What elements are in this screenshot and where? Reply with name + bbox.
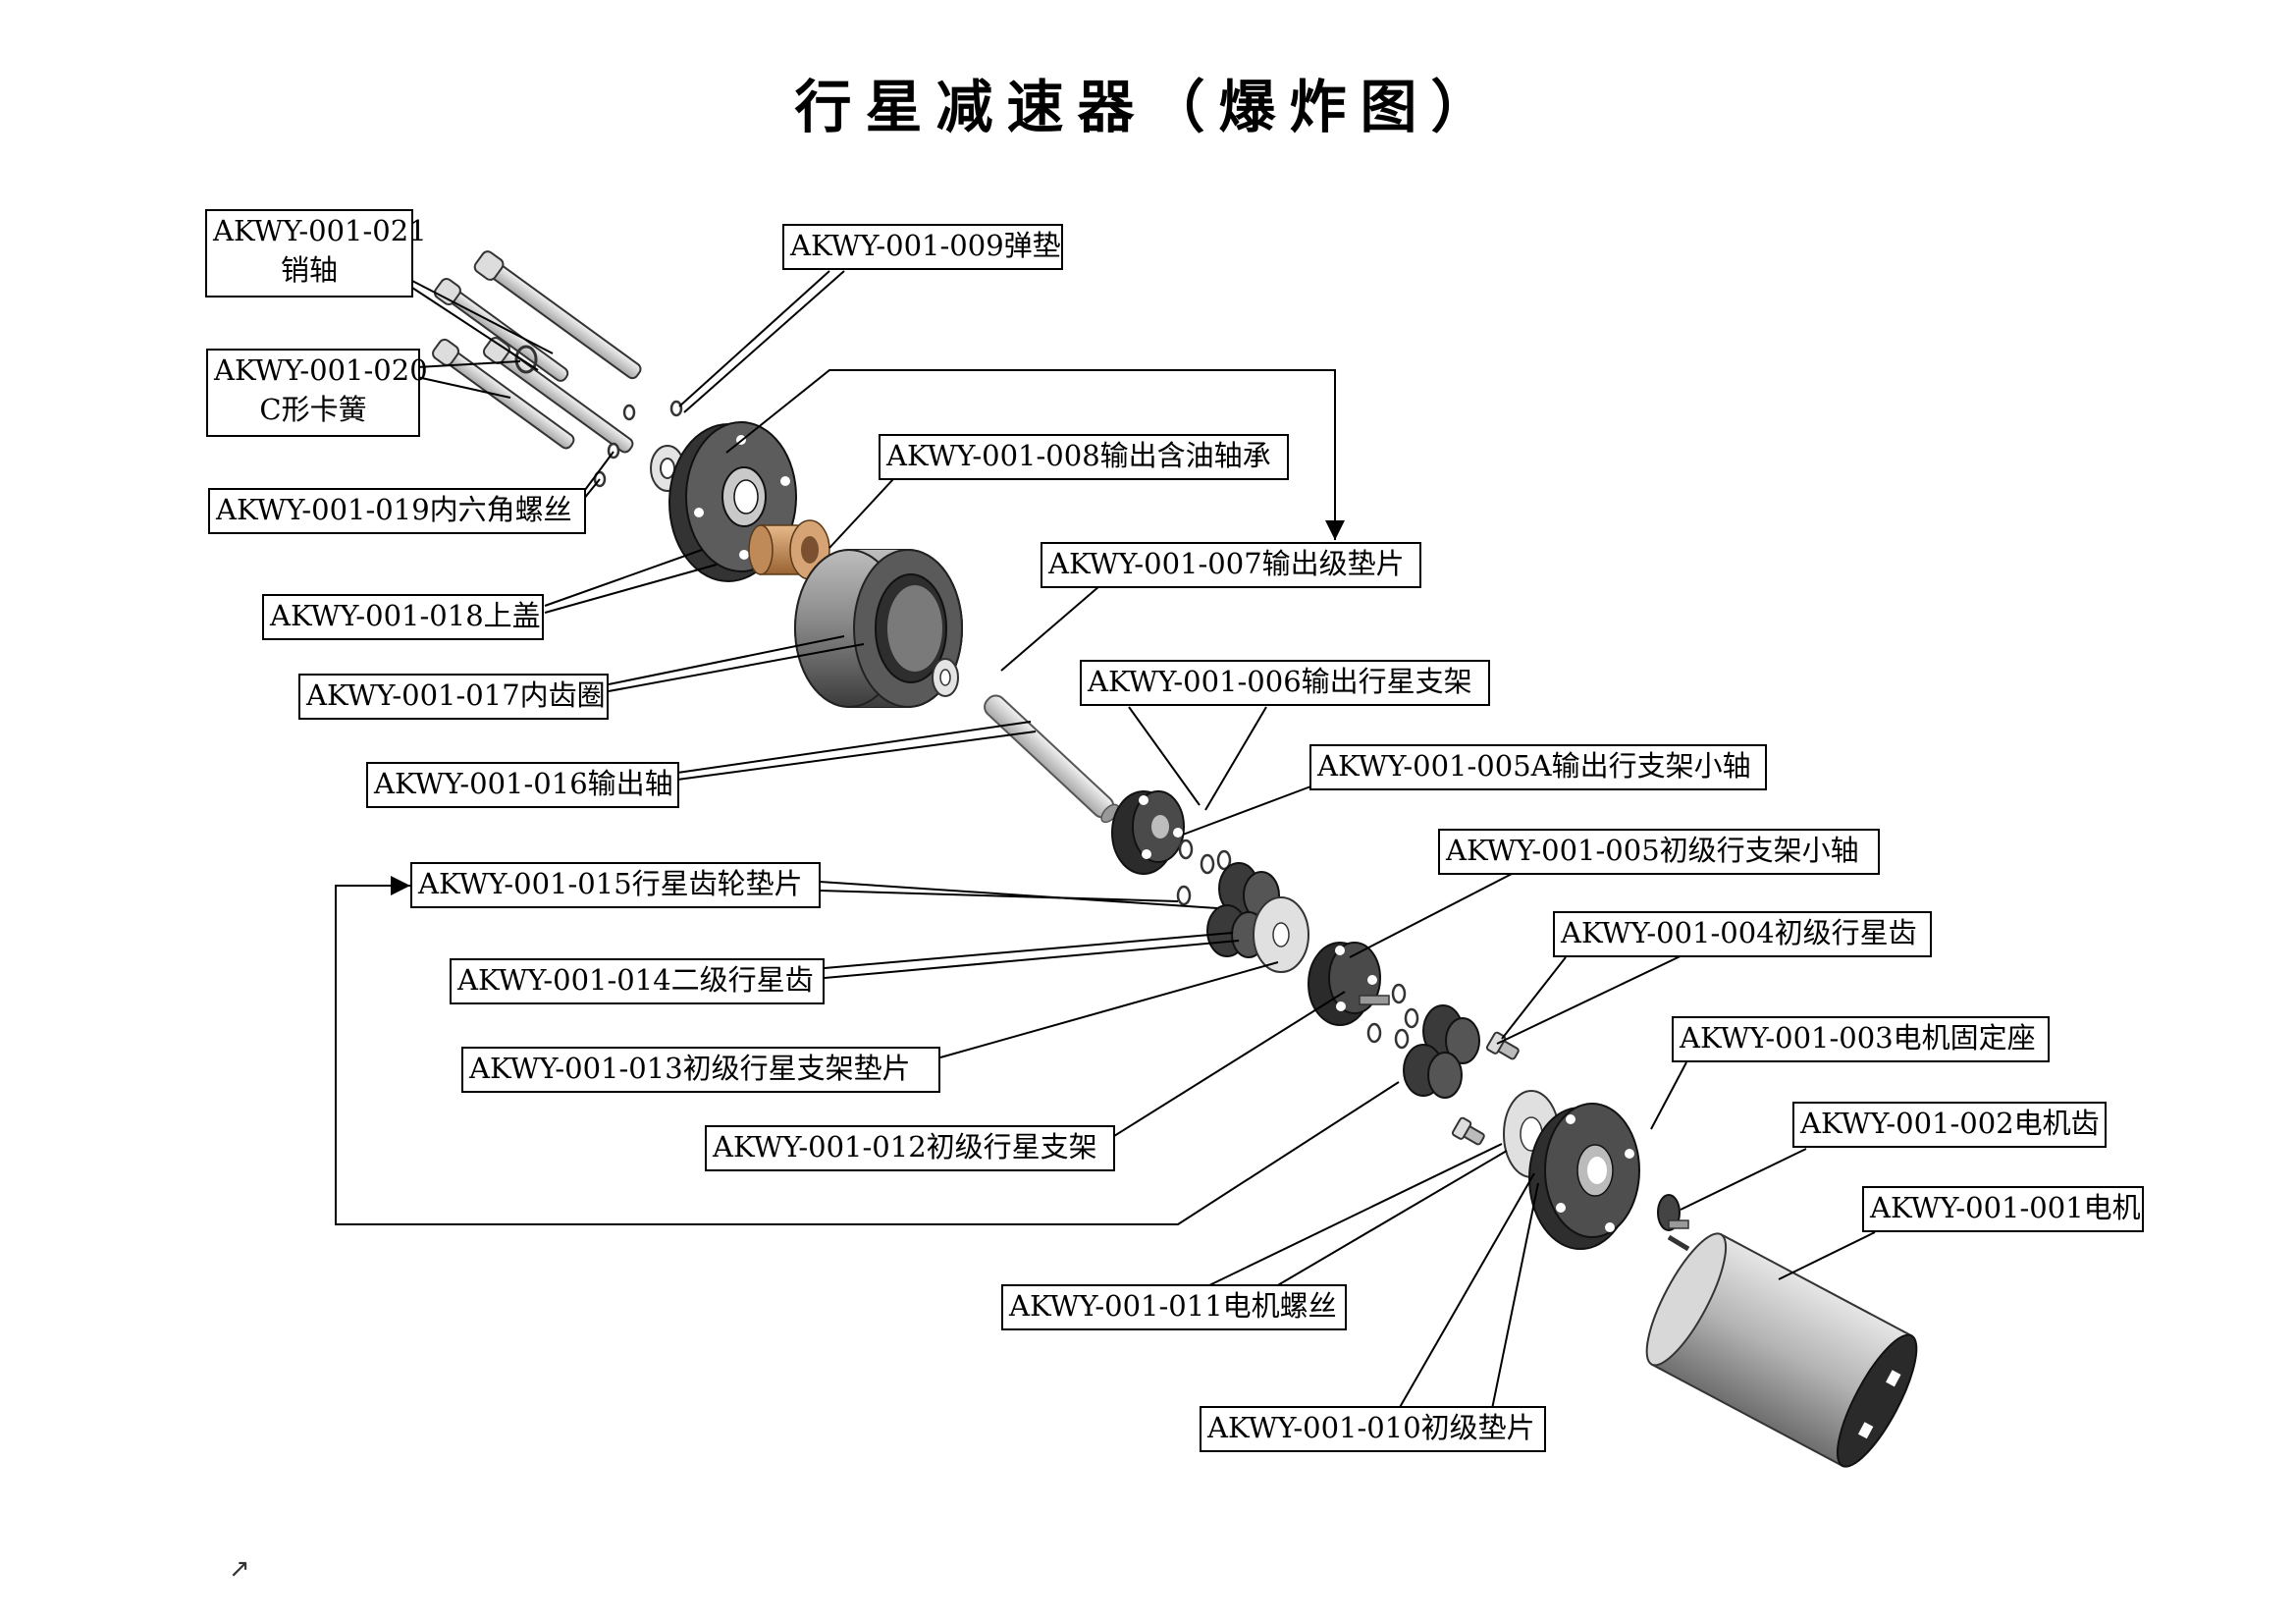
- part-name: 初级垫片: [1420, 1411, 1535, 1444]
- pin-shafts: [432, 250, 642, 454]
- label-part-008: AKWY-001-008输出含油轴承: [879, 434, 1289, 480]
- primary-carrier: [1308, 942, 1390, 1026]
- part-id: AKWY-001-005: [1446, 834, 1660, 867]
- part-name: 内齿圈: [519, 678, 606, 712]
- corner-mark: ↗: [229, 1554, 250, 1584]
- part-id: AKWY-001-021: [213, 214, 427, 247]
- part-name: 行星齿轮垫片: [631, 867, 803, 900]
- label-part-002: AKWY-001-002电机齿: [1792, 1102, 2107, 1148]
- label-part-017: AKWY-001-017内齿圈: [298, 674, 609, 720]
- part-id: AKWY-001-008: [886, 439, 1100, 472]
- part-id: AKWY-001-001: [1870, 1191, 2084, 1224]
- part-id: AKWY-001-020: [214, 353, 428, 387]
- output-washer: [932, 658, 959, 697]
- label-part-005: AKWY-001-005初级行支架小轴: [1438, 829, 1880, 875]
- label-part-004: AKWY-001-004初级行星齿: [1553, 911, 1932, 957]
- part-name: 弹垫: [1003, 229, 1061, 262]
- part-name: 电机固定座: [1893, 1021, 2036, 1055]
- part-name: 输出行星支架: [1301, 665, 1472, 698]
- diagram-title: 行星减速器（爆炸图）: [794, 74, 1502, 140]
- part-name: 销轴: [280, 253, 338, 287]
- label-part-013: AKWY-001-013初级行星支架垫片: [461, 1047, 940, 1093]
- label-part-003: AKWY-001-003电机固定座: [1672, 1016, 2050, 1062]
- planet-gear-washers: [1176, 839, 1232, 906]
- part-name: 输出行支架小轴: [1551, 749, 1751, 783]
- part-name: 初级行星支架: [926, 1130, 1097, 1164]
- c-clip: [514, 345, 538, 374]
- part-id: AKWY-001-015: [418, 867, 632, 900]
- primary-planet-gears: [1403, 1004, 1480, 1099]
- part-id: AKWY-001-004: [1561, 916, 1775, 949]
- part-name: 输出含油轴承: [1099, 439, 1271, 472]
- part-name: 电机齿: [2013, 1107, 2100, 1140]
- part-id: AKWY-001-005A: [1317, 749, 1552, 783]
- part-name: 初级行星齿: [1774, 916, 1917, 949]
- part-id: AKWY-001-012: [713, 1130, 927, 1164]
- label-part-011: AKWY-001-011电机螺丝: [1001, 1284, 1347, 1330]
- label-part-014: AKWY-001-014二级行星齿: [450, 958, 825, 1004]
- part-drawings: [432, 250, 1918, 1468]
- label-part-010: AKWY-001-010初级垫片: [1200, 1406, 1546, 1452]
- part-name: 输出级垫片: [1261, 547, 1405, 580]
- label-part-006: AKWY-001-006输出行星支架: [1080, 660, 1490, 706]
- part-id: AKWY-001-009: [790, 229, 1004, 262]
- label-part-016: AKWY-001-016输出轴: [366, 762, 679, 808]
- primary-carrier-washer: [1253, 896, 1309, 973]
- part-name: 电机螺丝: [1222, 1289, 1337, 1323]
- output-carrier: [1111, 790, 1185, 875]
- part-id: AKWY-001-006: [1088, 665, 1302, 698]
- motor-mount: [1528, 1103, 1640, 1250]
- primary-shaft-washers: [1366, 983, 1419, 1050]
- part-id: AKWY-001-002: [1800, 1107, 2014, 1140]
- label-part-005a: AKWY-001-005A输出行支架小轴: [1309, 744, 1767, 790]
- part-id: AKWY-001-017: [306, 678, 520, 712]
- label-part-021: AKWY-001-021 销轴: [205, 209, 427, 298]
- label-part-020: AKWY-001-020 C形卡簧: [206, 349, 428, 437]
- output-shaft: [984, 694, 1120, 824]
- part-id: AKWY-001-016: [374, 767, 588, 800]
- part-name: 电机: [2083, 1191, 2141, 1224]
- part-name: 初级行星支架垫片: [682, 1052, 911, 1085]
- part-id: AKWY-001-011: [1009, 1289, 1223, 1323]
- part-name: 初级行支架小轴: [1659, 834, 1859, 867]
- part-name: 内六角螺丝: [429, 493, 572, 526]
- part-id: AKWY-001-003: [1680, 1021, 1894, 1055]
- label-part-001: AKWY-001-001电机: [1862, 1186, 2144, 1232]
- part-name: 二级行星齿: [670, 963, 814, 997]
- motor-screws: [1451, 1031, 1520, 1146]
- label-part-018: AKWY-001-018上盖: [262, 594, 544, 640]
- part-id: AKWY-001-013: [469, 1052, 683, 1085]
- part-name: 输出轴: [587, 767, 673, 800]
- leader-lines: [335, 270, 1876, 1410]
- part-id: AKWY-001-010: [1207, 1411, 1421, 1444]
- label-part-007: AKWY-001-007输出级垫片: [1041, 542, 1421, 588]
- label-part-012: AKWY-001-012初级行星支架: [705, 1125, 1115, 1171]
- part-id: AKWY-001-019: [216, 493, 430, 526]
- motor-gear: [1657, 1194, 1689, 1231]
- spring-washers: [593, 400, 683, 488]
- part-id: AKWY-001-007: [1048, 547, 1262, 580]
- part-id: AKWY-001-014: [457, 963, 671, 997]
- motor: [1645, 1232, 1918, 1468]
- label-part-015: AKWY-001-015行星齿轮垫片: [410, 862, 821, 908]
- label-part-019: AKWY-001-019内六角螺丝: [208, 488, 586, 534]
- part-name: C形卡簧: [259, 393, 367, 426]
- label-part-009: AKWY-001-009弹垫: [782, 224, 1063, 270]
- part-id: AKWY-001-018: [270, 599, 484, 632]
- part-name: 上盖: [483, 599, 541, 632]
